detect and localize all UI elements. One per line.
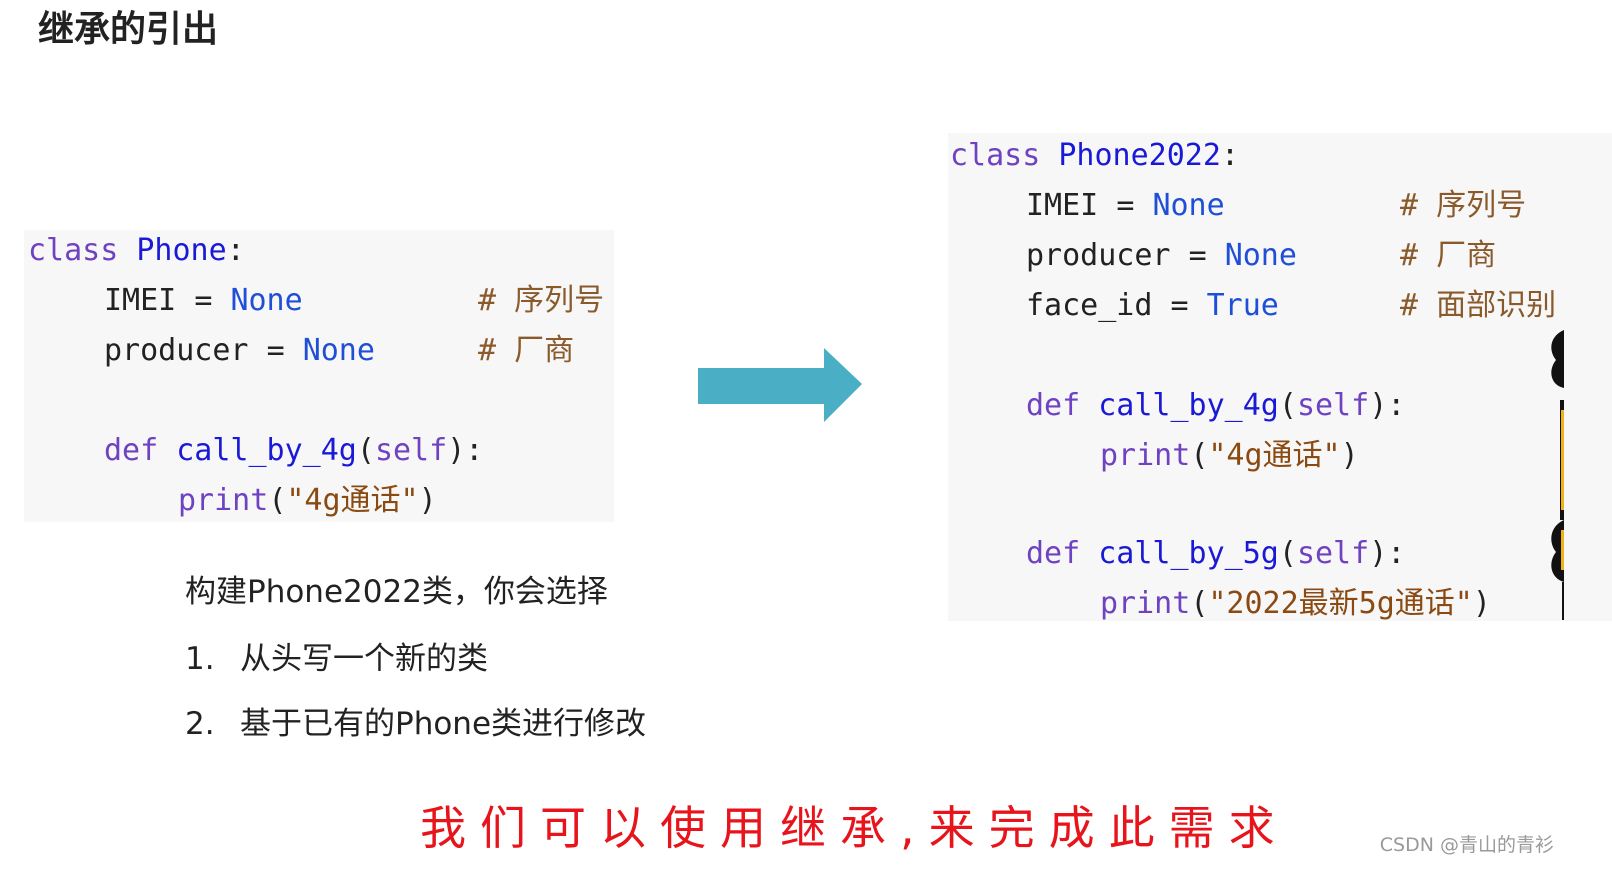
code-block-phone: class Phone: IMEI = None # 序列号 producer … xyxy=(24,230,614,522)
code-line-producer: producer = None xyxy=(104,326,375,376)
self-param: self xyxy=(374,433,448,468)
slide-title: 继承的引出 xyxy=(38,9,219,50)
keyword: def xyxy=(1026,536,1081,571)
self-param: self xyxy=(1296,536,1370,571)
punctuation: ( xyxy=(356,433,375,468)
punctuation: ) xyxy=(1340,438,1359,473)
mascot-edge-decoration xyxy=(1551,330,1564,620)
value: None xyxy=(302,333,375,368)
value: True xyxy=(1206,288,1279,323)
code-line-def-4g: def call_by_4g(self): xyxy=(1026,381,1405,431)
value: None xyxy=(230,283,303,318)
punctuation: ( xyxy=(1190,438,1209,473)
option-text: 基于已有的Phone类进行修改 xyxy=(240,706,647,742)
class-name: Phone xyxy=(136,233,227,268)
code-block-phone2022: class Phone2022: IMEI = None # 序列号 produ… xyxy=(948,133,1612,621)
punctuation: ): xyxy=(1369,536,1406,571)
class-name: Phone2022 xyxy=(1058,138,1221,173)
code-line-producer: producer = None xyxy=(1026,231,1297,281)
builtin: print xyxy=(178,483,269,518)
variable: face_id xyxy=(1026,288,1153,323)
builtin: print xyxy=(1100,438,1191,473)
value: None xyxy=(1152,188,1225,223)
option-item: 1. 从头写一个新的类 xyxy=(185,633,488,678)
builtin: print xyxy=(1100,586,1191,621)
punctuation: ( xyxy=(1278,536,1297,571)
question-prompt: 构建Phone2022类，你会选择 xyxy=(185,574,608,610)
code-line-print: print("4g通话") xyxy=(178,476,437,522)
string-literal: "2022最新5g通话" xyxy=(1208,586,1473,621)
code-line-print-5g: print("2022最新5g通话") xyxy=(1100,579,1491,621)
variable: producer xyxy=(104,333,249,368)
variable: IMEI xyxy=(104,283,177,318)
keyword: def xyxy=(104,433,159,468)
code-line-def-5g: def call_by_5g(self): xyxy=(1026,529,1405,579)
arrow-shape xyxy=(698,348,862,422)
punctuation: : xyxy=(226,233,245,268)
function-name: call_by_5g xyxy=(1098,536,1279,571)
string-literal: "4g通话" xyxy=(286,483,419,518)
punctuation: ( xyxy=(268,483,287,518)
punctuation: ) xyxy=(418,483,437,518)
punctuation: : xyxy=(1220,138,1239,173)
variable: producer xyxy=(1026,238,1171,273)
code-comment: # 厂商 xyxy=(478,333,575,368)
option-item: 2. 基于已有的Phone类进行修改 xyxy=(185,698,646,743)
code-line-imei: IMEI = None xyxy=(1026,181,1225,231)
keyword: class xyxy=(950,138,1041,173)
punctuation: ): xyxy=(447,433,484,468)
keyword: def xyxy=(1026,388,1081,423)
option-text: 从头写一个新的类 xyxy=(240,641,488,677)
operator: = xyxy=(266,333,285,368)
punctuation: ): xyxy=(1369,388,1406,423)
code-comment: # 厂商 xyxy=(1400,238,1497,273)
code-line-def: def call_by_4g(self): xyxy=(104,426,483,476)
code-comment: # 面部识别 xyxy=(1400,288,1557,323)
operator: = xyxy=(194,283,213,318)
string-literal: "4g通话" xyxy=(1208,438,1341,473)
operator: = xyxy=(1188,238,1207,273)
function-name: call_by_4g xyxy=(176,433,357,468)
code-comment: # 序列号 xyxy=(1400,188,1527,223)
punctuation: ( xyxy=(1190,586,1209,621)
option-number: 1. xyxy=(185,641,215,677)
option-number: 2. xyxy=(185,706,215,742)
punctuation: ) xyxy=(1472,586,1491,621)
function-name: call_by_4g xyxy=(1098,388,1279,423)
operator: = xyxy=(1170,288,1189,323)
code-line-imei: IMEI = None xyxy=(104,276,303,326)
self-param: self xyxy=(1296,388,1370,423)
code-comment: # 序列号 xyxy=(478,283,605,318)
conclusion-text: 我们可以使用继承,来完成此需求 xyxy=(420,801,1289,855)
code-line-class: class Phone: xyxy=(28,230,245,276)
code-line-face-id: face_id = True xyxy=(1026,281,1279,331)
code-line-class: class Phone2022: xyxy=(950,133,1239,181)
keyword: class xyxy=(28,233,119,268)
watermark: CSDN @青山的青衫 xyxy=(1379,834,1554,856)
right-arrow-icon xyxy=(698,348,862,422)
punctuation: ( xyxy=(1278,388,1297,423)
code-line-print-4g: print("4g通话") xyxy=(1100,431,1359,481)
value: None xyxy=(1224,238,1297,273)
operator: = xyxy=(1116,188,1135,223)
variable: IMEI xyxy=(1026,188,1099,223)
